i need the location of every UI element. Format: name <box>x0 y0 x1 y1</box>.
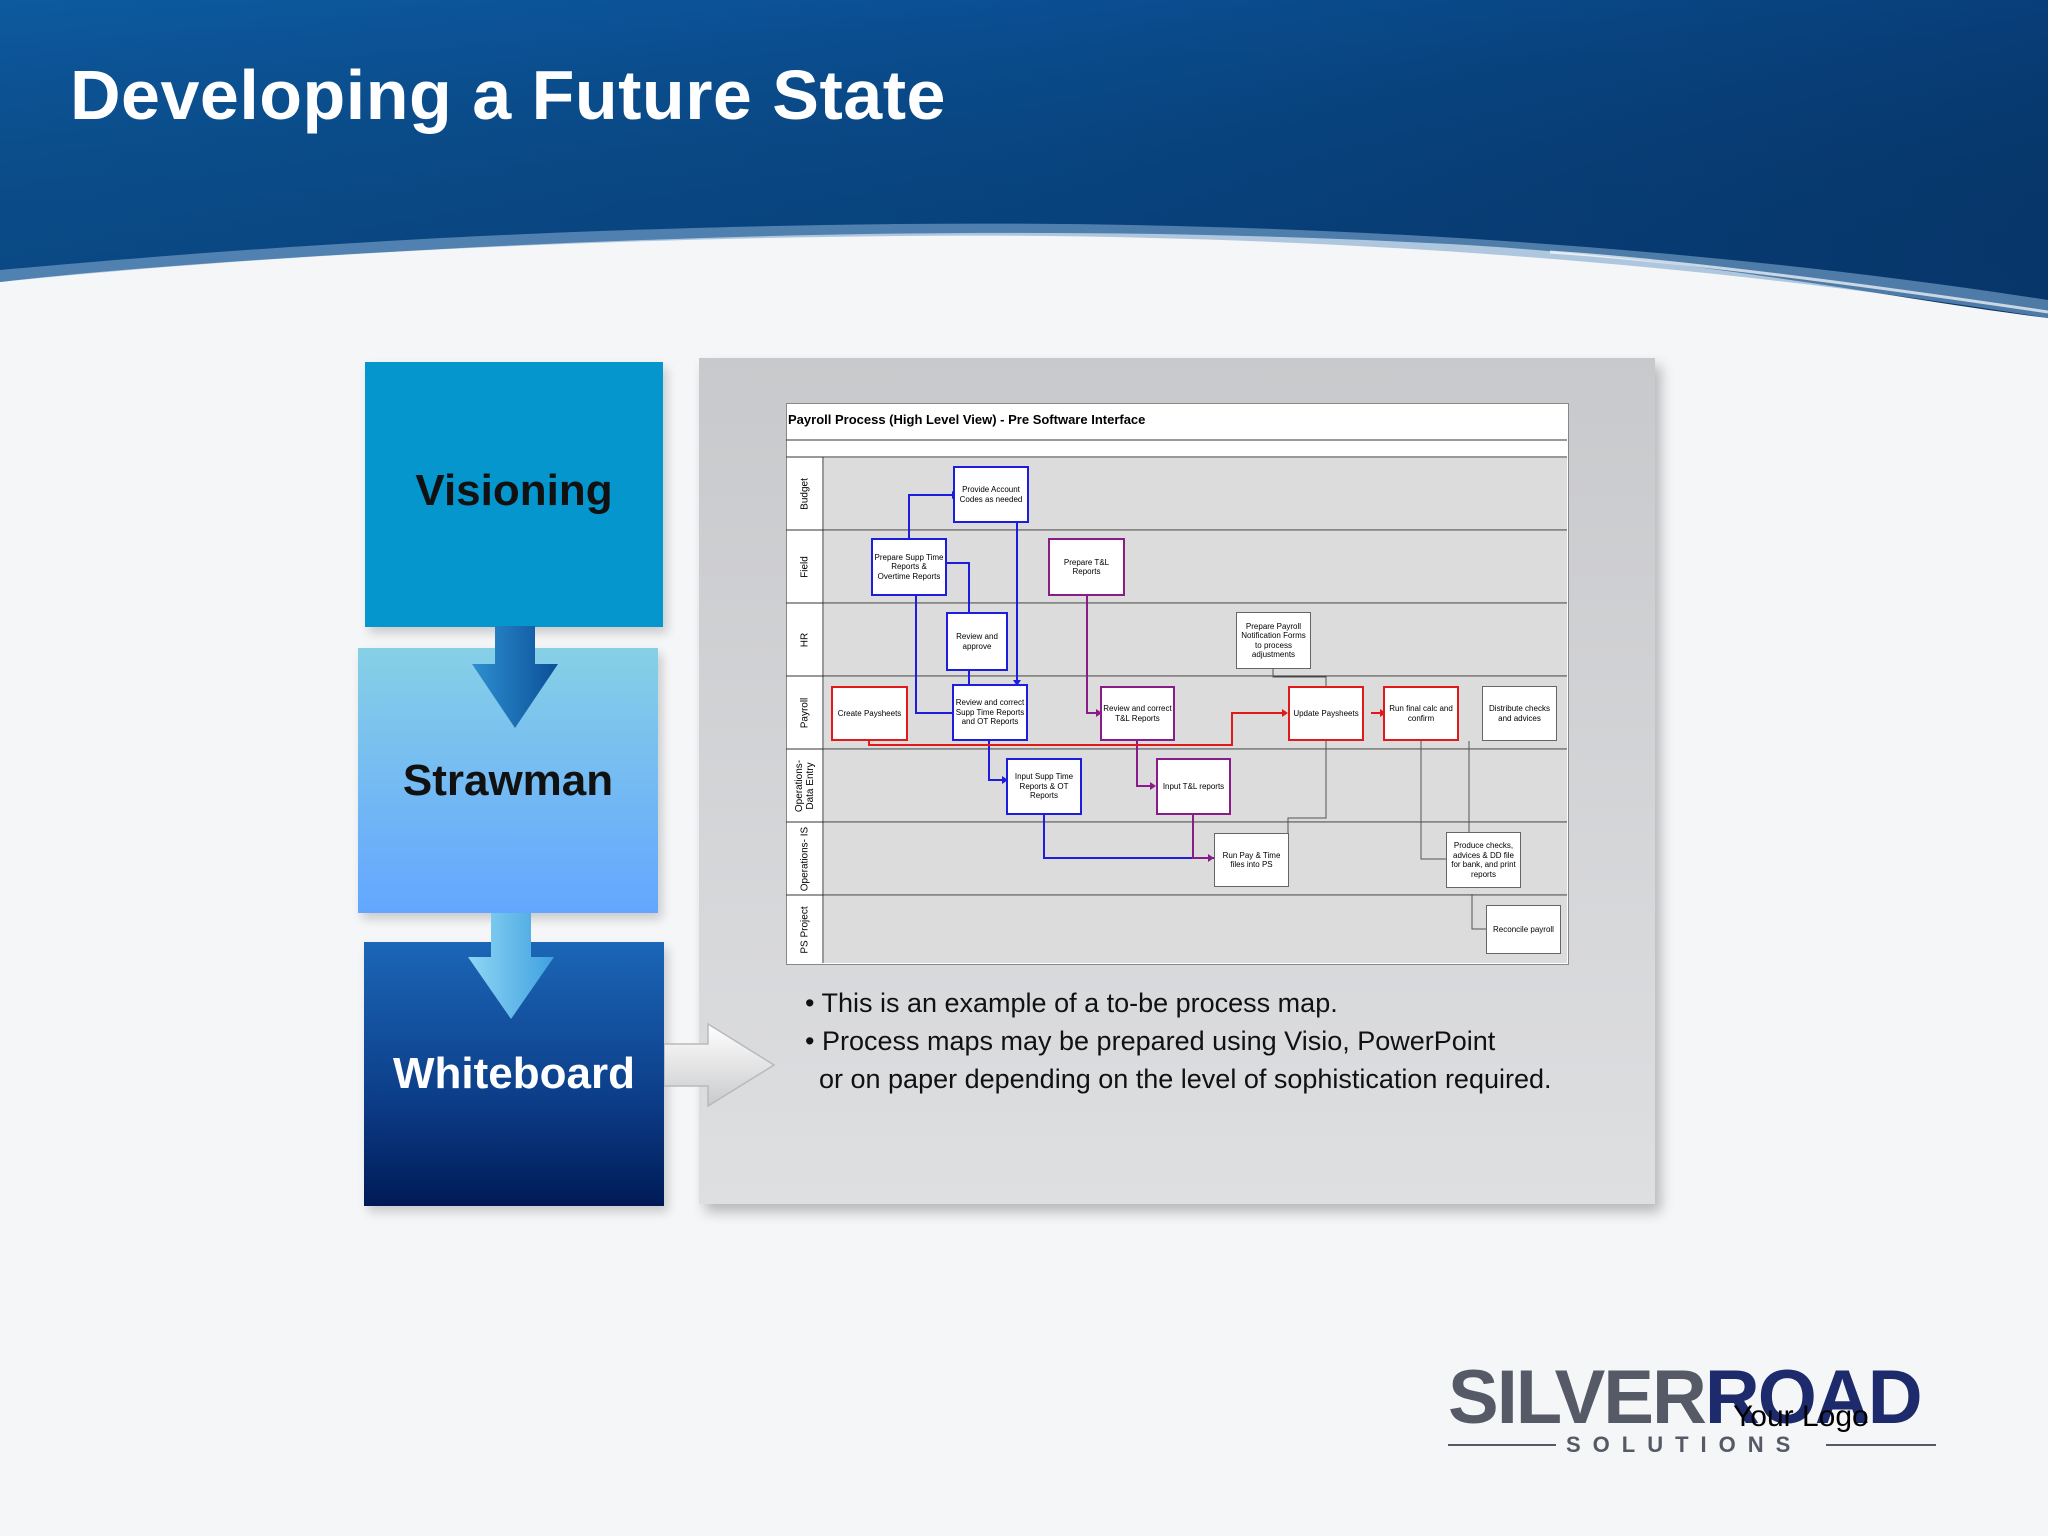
company-logo: SILVERROAD SOLUTIONS <box>1448 1358 1938 1458</box>
slide-title: Developing a Future State <box>70 56 946 134</box>
stage-visioning: Visioning <box>365 362 663 627</box>
process-map-title: Payroll Process (High Level View) - Pre … <box>788 412 1146 427</box>
logo-subtitle: SOLUTIONS <box>1566 1432 1803 1457</box>
process-step: Update Paysheets <box>1288 686 1364 741</box>
process-step: Run final calc and confirm <box>1383 686 1459 741</box>
process-step: Reconcile payroll <box>1486 905 1561 954</box>
process-step: Review and approve <box>946 612 1008 671</box>
process-step: Prepare T&L Reports <box>1048 538 1125 596</box>
logo-placeholder: Your Logo <box>1733 1400 1869 1433</box>
process-step: Run Pay & Time files into PS <box>1214 833 1289 887</box>
process-step: Prepare Supp Time Reports & Overtime Rep… <box>871 538 947 596</box>
process-step: Create Paysheets <box>831 686 908 741</box>
bullet-item: • Process maps may be prepared using Vis… <box>805 1026 1496 1056</box>
process-step: Distribute checks and advices <box>1482 686 1557 741</box>
process-step: Input Supp Time Reports & OT Reports <box>1006 758 1082 815</box>
process-step: Provide Account Codes as needed <box>953 466 1029 523</box>
down-arrow-icon <box>472 626 558 728</box>
process-step: Produce checks, advices & DD file for ba… <box>1446 832 1521 888</box>
bullet-item: • This is an example of a to-be process … <box>805 988 1338 1018</box>
logo-road: ROAD <box>1704 1355 1923 1440</box>
bullet-item: or on paper depending on the level of so… <box>819 1064 1552 1094</box>
process-step: Review and correct Supp Time Reports and… <box>952 684 1028 741</box>
logo-silver: SILVER <box>1448 1355 1707 1440</box>
process-step: Review and correct T&L Reports <box>1100 686 1175 741</box>
process-step: Input T&L reports <box>1156 758 1231 815</box>
process-step: Prepare Payroll Notification Forms to pr… <box>1236 612 1311 669</box>
down-arrow-icon <box>468 913 554 1019</box>
stage-label: Whiteboard <box>393 1049 635 1098</box>
stage-whiteboard: Whiteboard <box>364 942 664 1206</box>
stage-label: Visioning <box>415 466 613 515</box>
right-arrow-icon <box>664 1022 776 1108</box>
stage-label: Strawman <box>402 755 614 805</box>
bullet-list: • This is an example of a to-be process … <box>805 984 1552 1098</box>
